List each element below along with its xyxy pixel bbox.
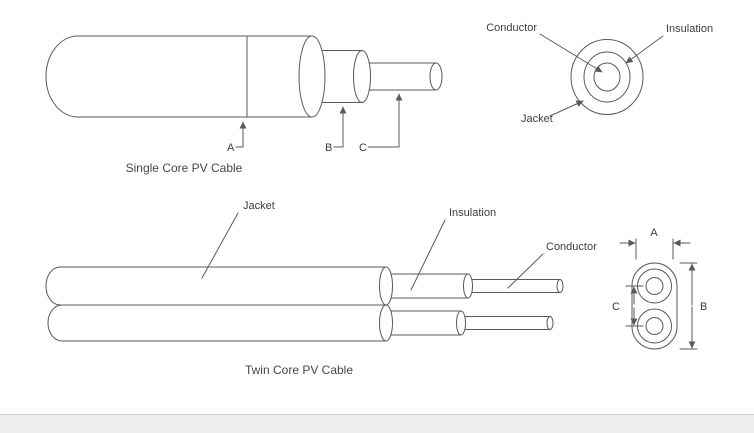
callout-a-label: A — [227, 142, 235, 154]
twin-jacket-top-left-cap — [45, 266, 61, 306]
footer-strip — [0, 415, 754, 433]
twin-conductor-bottom-end-face — [546, 316, 554, 330]
dimension-b-label: B — [700, 301, 707, 313]
callout-c: C — [359, 93, 403, 154]
jacket-label: Jacket — [521, 113, 553, 125]
twin-conductor-leader-line — [507, 253, 544, 289]
twin-jacket-bottom-end-face — [379, 304, 393, 342]
twin-jacket-top-end-face — [379, 266, 393, 306]
conductor-leader-line — [539, 33, 603, 73]
single-core-cross-section: Conductor Insulation Jacket — [486, 22, 713, 125]
insulation-leader-line — [625, 35, 664, 64]
dimension-a-label: A — [650, 227, 658, 239]
twin-jacket-bottom-left-cap — [47, 304, 63, 342]
twin-insulation-label: Insulation — [449, 207, 496, 219]
dimension-c: C — [612, 285, 644, 327]
insulation-ring — [583, 51, 631, 103]
conductor-end-face — [429, 62, 443, 91]
twin-insulation-bottom-end-face — [456, 310, 466, 336]
single-core-cable-view: A B C Single Core PV Cable — [45, 35, 443, 175]
twin-section-bottom-conductor-circle — [645, 317, 664, 335]
callout-b-label: B — [325, 142, 332, 154]
twin-core-cable-view: Jacket Insulation Conductor Twin Core PV… — [45, 200, 597, 377]
jacket-left-cap — [45, 35, 79, 118]
twin-section-top-conductor-circle — [645, 277, 664, 295]
callout-c-label: C — [359, 142, 367, 154]
twin-core-cross-section: A B C — [612, 227, 707, 350]
conductor-label: Conductor — [486, 22, 537, 34]
twin-jacket-leader-line — [201, 212, 239, 279]
dimension-a: A — [619, 227, 691, 260]
twin-conductor-top-end-face — [556, 279, 564, 293]
callout-b: B — [325, 106, 347, 154]
twin-section-jacket-outline — [631, 262, 678, 350]
insulation-label: Insulation — [666, 23, 713, 35]
jacket-ring — [570, 39, 644, 115]
callout-a: A — [227, 121, 247, 154]
twin-jacket-label: Jacket — [243, 200, 275, 212]
jacket-end-face — [298, 35, 326, 118]
twin-insulation-top-end-face — [463, 273, 473, 299]
jacket-leader-line — [549, 100, 584, 117]
twin-conductor-label: Conductor — [546, 241, 597, 253]
twin-insulation-leader-line — [410, 219, 446, 291]
conductor-ring — [593, 62, 621, 92]
twin-core-caption: Twin Core PV Cable — [245, 363, 353, 377]
dimension-c-label: C — [612, 301, 620, 313]
single-core-caption: Single Core PV Cable — [126, 161, 243, 175]
insulation-end-face — [353, 50, 371, 103]
dimension-b: B — [679, 262, 707, 350]
